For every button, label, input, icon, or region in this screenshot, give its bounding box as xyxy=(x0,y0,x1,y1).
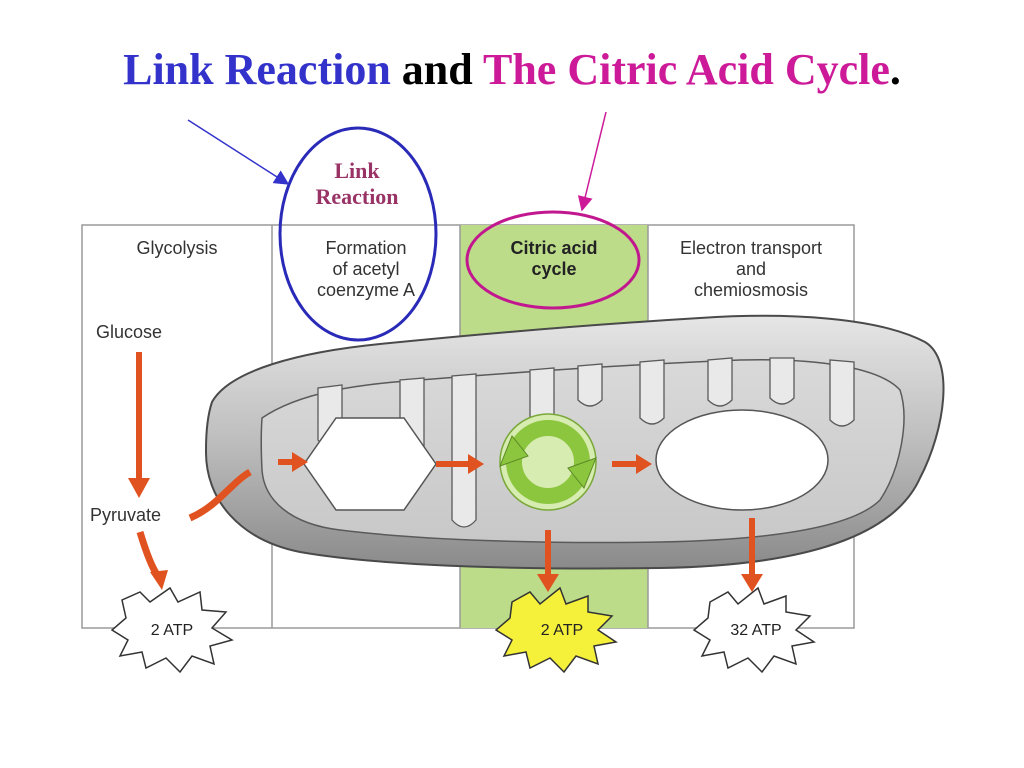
slide-title: Link Reaction and The Citric Acid Cycle. xyxy=(0,44,1024,95)
atp-glycolysis-label: 2 ATP xyxy=(150,622,194,639)
col-glycolysis-line1: Glycolysis xyxy=(136,238,218,258)
atp-burst-citric xyxy=(494,586,618,674)
glucose-label: Glucose xyxy=(96,322,163,342)
col-glycolysis-heading: Glycolysis xyxy=(82,238,272,259)
col-acetyl-line2: of acetyl xyxy=(332,259,400,279)
col-etc-line2: and xyxy=(735,259,767,279)
title-period: . xyxy=(889,45,901,94)
flow-arrows xyxy=(128,352,763,592)
pyruvate-label: Pyruvate xyxy=(90,505,162,525)
link-label-line2: Reaction xyxy=(315,184,399,209)
link-reaction-ellipse xyxy=(278,126,438,342)
col-acetyl-line1: Formation xyxy=(325,238,407,258)
citric-callout-arrow xyxy=(577,111,607,212)
link-reaction-label: Link Reaction xyxy=(286,158,428,210)
col-citric-heading: Citric acid cycle xyxy=(460,238,648,280)
col-citric-line2: cycle xyxy=(531,259,577,279)
title-and: and xyxy=(401,45,473,94)
col-etc-heading: Electron transport and chemiosmosis xyxy=(648,238,854,301)
col-acetyl-heading: Formation of acetyl coenzyme A xyxy=(272,238,460,301)
electron-transport-oval xyxy=(655,409,829,511)
col-etc-line3: chemiosmosis xyxy=(693,280,809,300)
title-citric-acid-cycle: The Citric Acid Cycle xyxy=(482,45,890,94)
link-label-line1: Link xyxy=(334,158,380,183)
citric-cycle-icon xyxy=(499,413,597,511)
title-link-reaction: Link Reaction xyxy=(123,45,391,94)
col-acetyl-line3: coenzyme A xyxy=(316,280,416,300)
link-callout-arrow xyxy=(187,119,290,185)
col-citric-line1: Citric acid xyxy=(510,238,598,258)
citric-cycle-ellipse xyxy=(465,210,641,310)
atp-citric-label: 2 ATP xyxy=(540,622,584,639)
col-etc-line1: Electron transport xyxy=(679,238,823,258)
atp-burst-etc xyxy=(692,586,816,674)
atp-etc-label: 32 ATP xyxy=(730,622,782,639)
atp-burst-glycolysis xyxy=(110,586,234,674)
